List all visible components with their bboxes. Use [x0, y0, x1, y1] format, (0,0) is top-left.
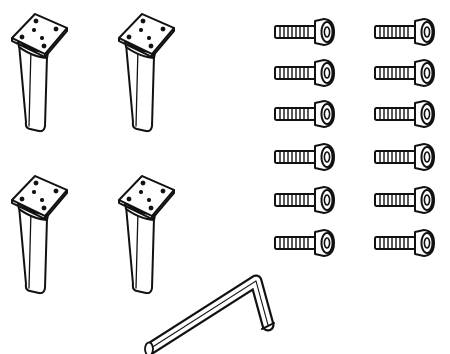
- screw-icon: [374, 59, 435, 87]
- screw-icon: [374, 18, 435, 46]
- screw-icon: [374, 229, 435, 257]
- screw-icon: [274, 59, 335, 87]
- allen-key-icon: [144, 274, 275, 354]
- screw-icon: [274, 229, 335, 257]
- screw-icon: [274, 143, 335, 171]
- leg-icon: [118, 175, 175, 295]
- leg-icon: [11, 13, 68, 133]
- screw-icon: [274, 100, 335, 128]
- screw-icon: [374, 100, 435, 128]
- leg-icon: [118, 13, 175, 133]
- screw-icon: [274, 186, 335, 214]
- leg-set: [11, 13, 175, 295]
- screw-icon: [274, 18, 335, 46]
- screw-icon: [374, 143, 435, 171]
- screw-icon: [374, 186, 435, 214]
- leg-icon: [11, 175, 68, 295]
- screw-set: [274, 18, 435, 257]
